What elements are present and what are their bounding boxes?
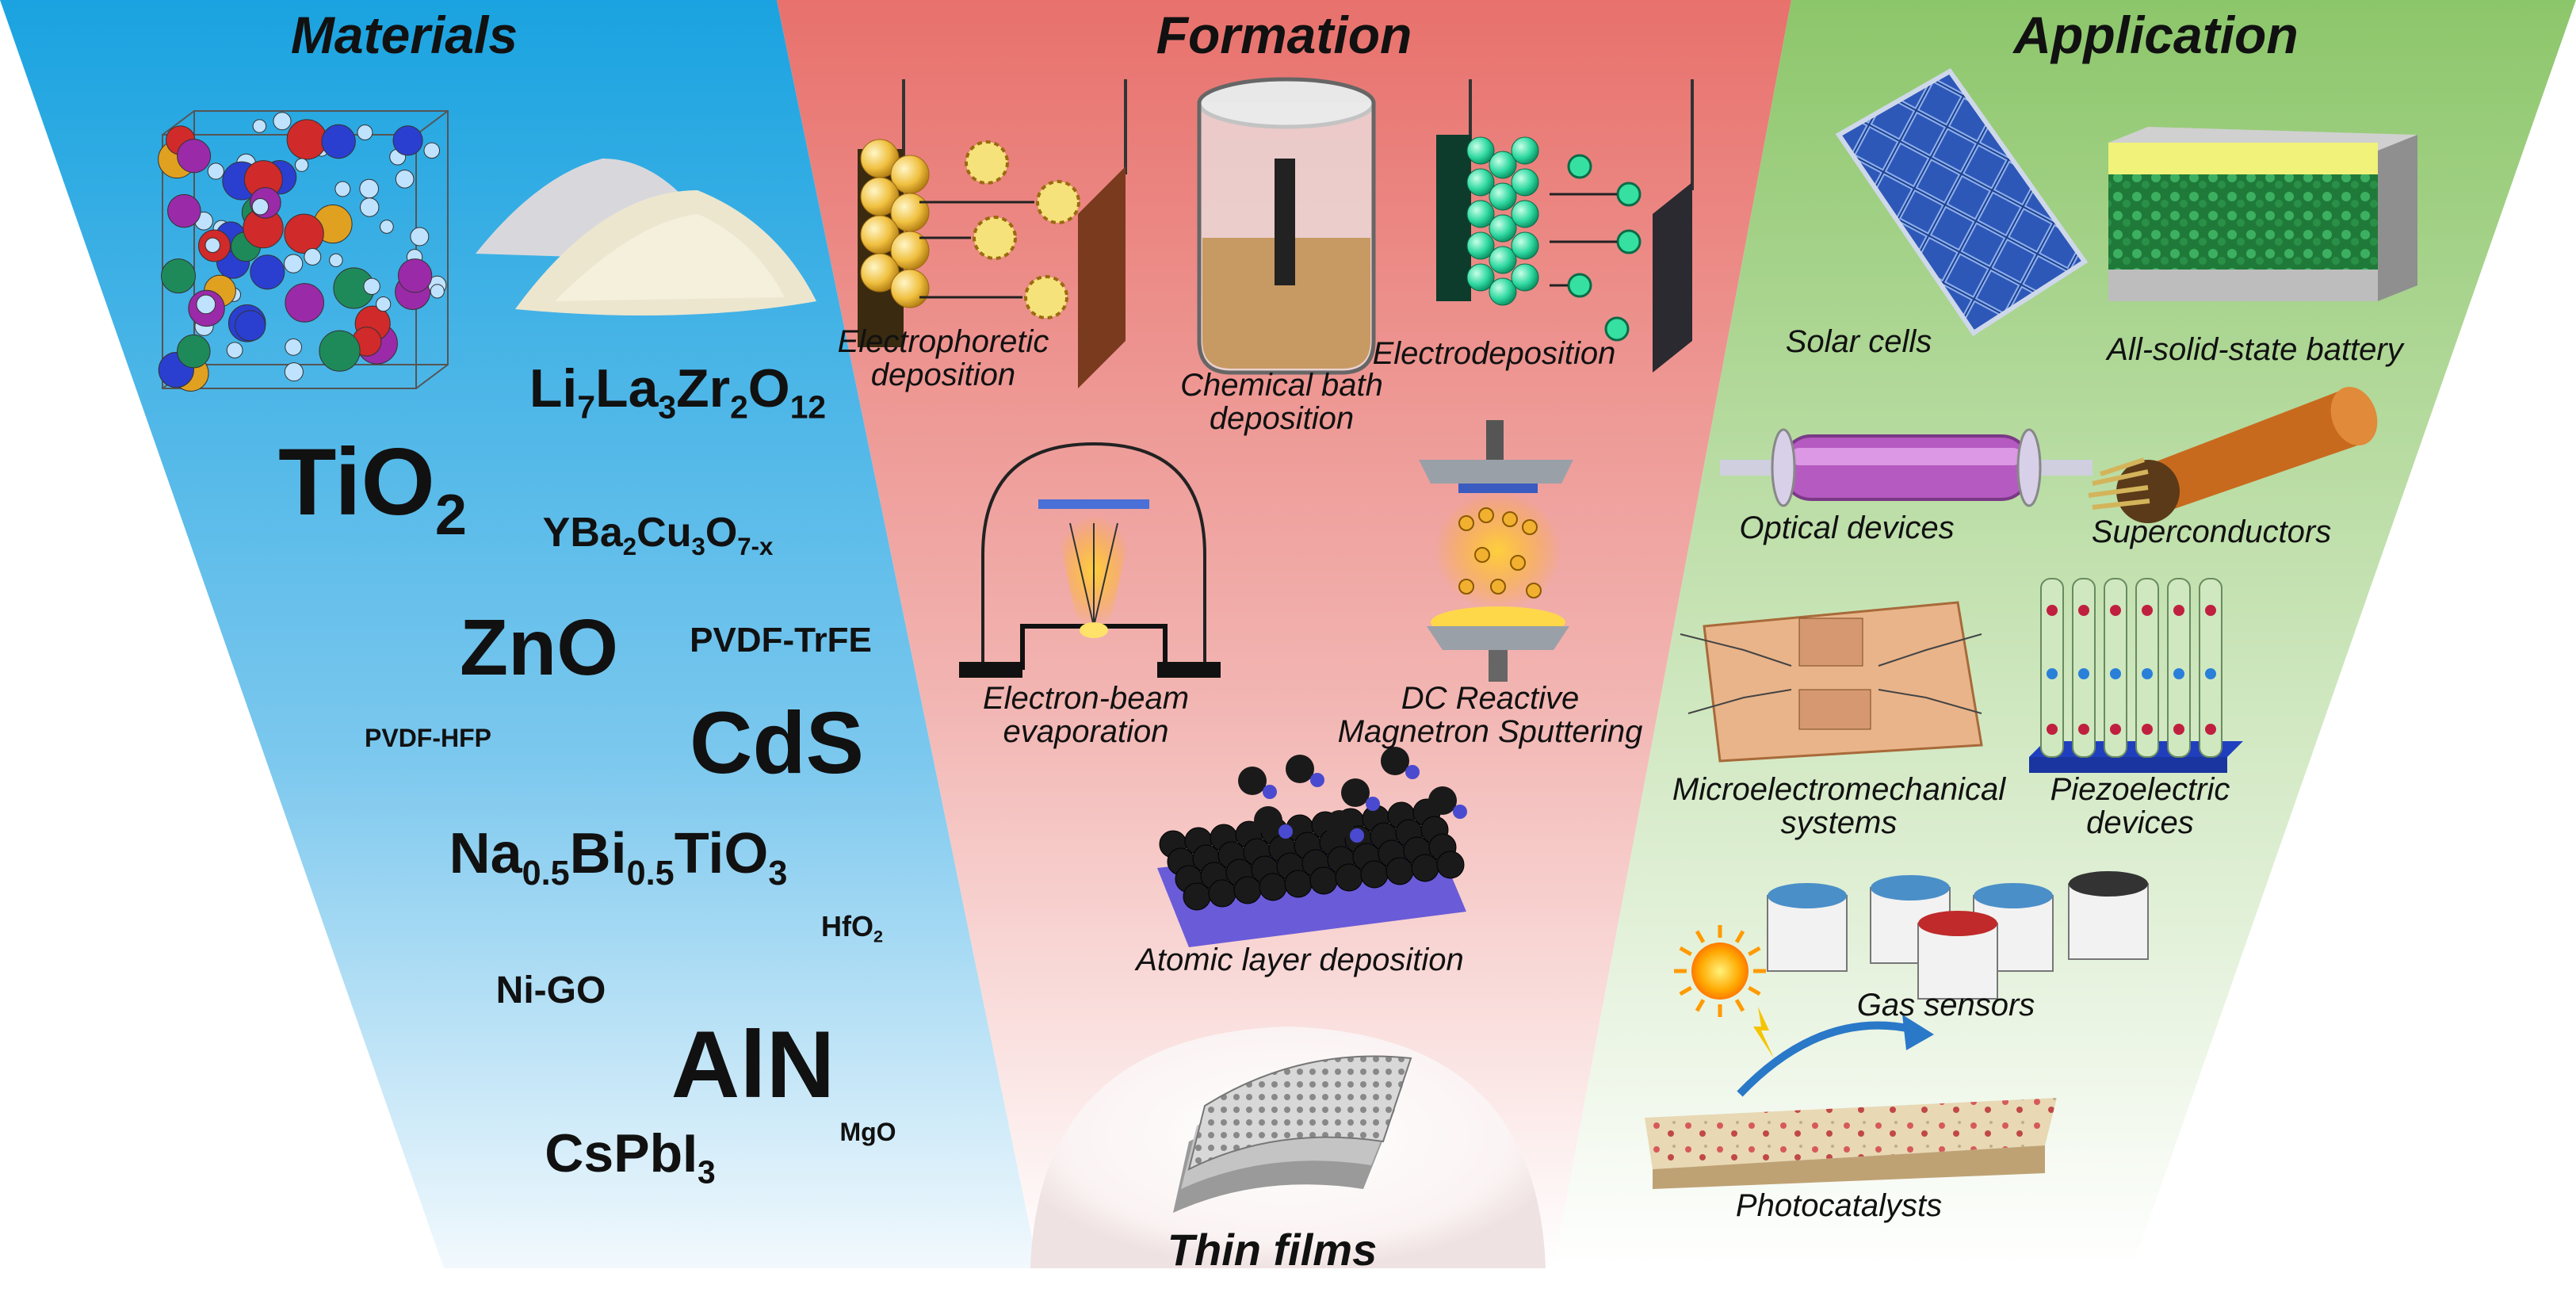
photocatalysts-label: Photocatalysts (1735, 1188, 1943, 1223)
solid-state-battery-icon (2108, 127, 2417, 301)
material-ybco: YBa2Cu3O7-x (542, 510, 774, 560)
materials-heading: Materials (290, 6, 518, 64)
material-ni-go: Ni-GO (495, 969, 606, 1011)
material-pvdf-hfp: PVDF-HFP (365, 724, 491, 752)
thin-film-bubble (1030, 1027, 1546, 1268)
material-cds: CdS (690, 694, 864, 792)
gas-sensor-icon (1674, 871, 2149, 1017)
optical-devices-label: Optical devices (1739, 510, 1955, 545)
material-aln: AlN (671, 1011, 835, 1118)
electron-beam-evaporator-icon (959, 442, 1221, 678)
electrophoretic-cell-icon (858, 79, 1127, 388)
thin-film-sheets-icon (1173, 1055, 1412, 1213)
solar-panel-icon (1835, 68, 2089, 337)
atomic-layer-deposition-icon (1157, 747, 1467, 947)
material-cspbi3: CsPbI3 (545, 1123, 716, 1191)
material-mgo: MgO (839, 1118, 896, 1146)
magnetron-sputtering-icon (1419, 420, 1573, 682)
material-tio2: TiO2 (278, 429, 467, 548)
thin-films-label: Thin films (1167, 1225, 1378, 1275)
beaker-icon (1197, 77, 1376, 375)
piezoelectric-device-icon (2029, 578, 2243, 773)
gas-sensors-label: Gas sensors (1856, 988, 2035, 1023)
material-pvdf-trfe: PVDF-TrFE (690, 621, 872, 660)
solar-cells-label: Solar cells (1785, 324, 1932, 359)
material-nbt: Na0.5Bi0.5TiO3 (449, 822, 788, 893)
formation-heading: Formation (1156, 6, 1412, 64)
electrodeposition-label: Electrodeposition (1372, 336, 1616, 371)
lightning-icon (1753, 1007, 1774, 1058)
superconductor-cable-icon (2088, 387, 2378, 523)
powder-pile-icon (476, 159, 816, 315)
sun-icon (1691, 942, 1749, 1000)
all-solid-state-battery-label: All-solid-state battery (2107, 332, 2403, 367)
material-llzo: Li7La3Zr2O12 (529, 358, 827, 426)
electrodeposition-cell-icon (1436, 79, 1694, 373)
optical-device-icon (1720, 428, 2093, 507)
crystal-lattice-icon (158, 110, 449, 392)
atomic-layer-deposition-label: Atomic layer deposition (1136, 942, 1464, 977)
mems-chip-icon (1680, 601, 1983, 763)
material-zno: ZnO (460, 603, 618, 692)
application-heading: Application (2013, 6, 2299, 64)
photocatalyst-slab-icon (1645, 1007, 2057, 1189)
superconductors-label: Superconductors (2091, 514, 2332, 549)
material-hfo2: HfO2 (820, 910, 884, 946)
formation-panel (777, 0, 1791, 1268)
